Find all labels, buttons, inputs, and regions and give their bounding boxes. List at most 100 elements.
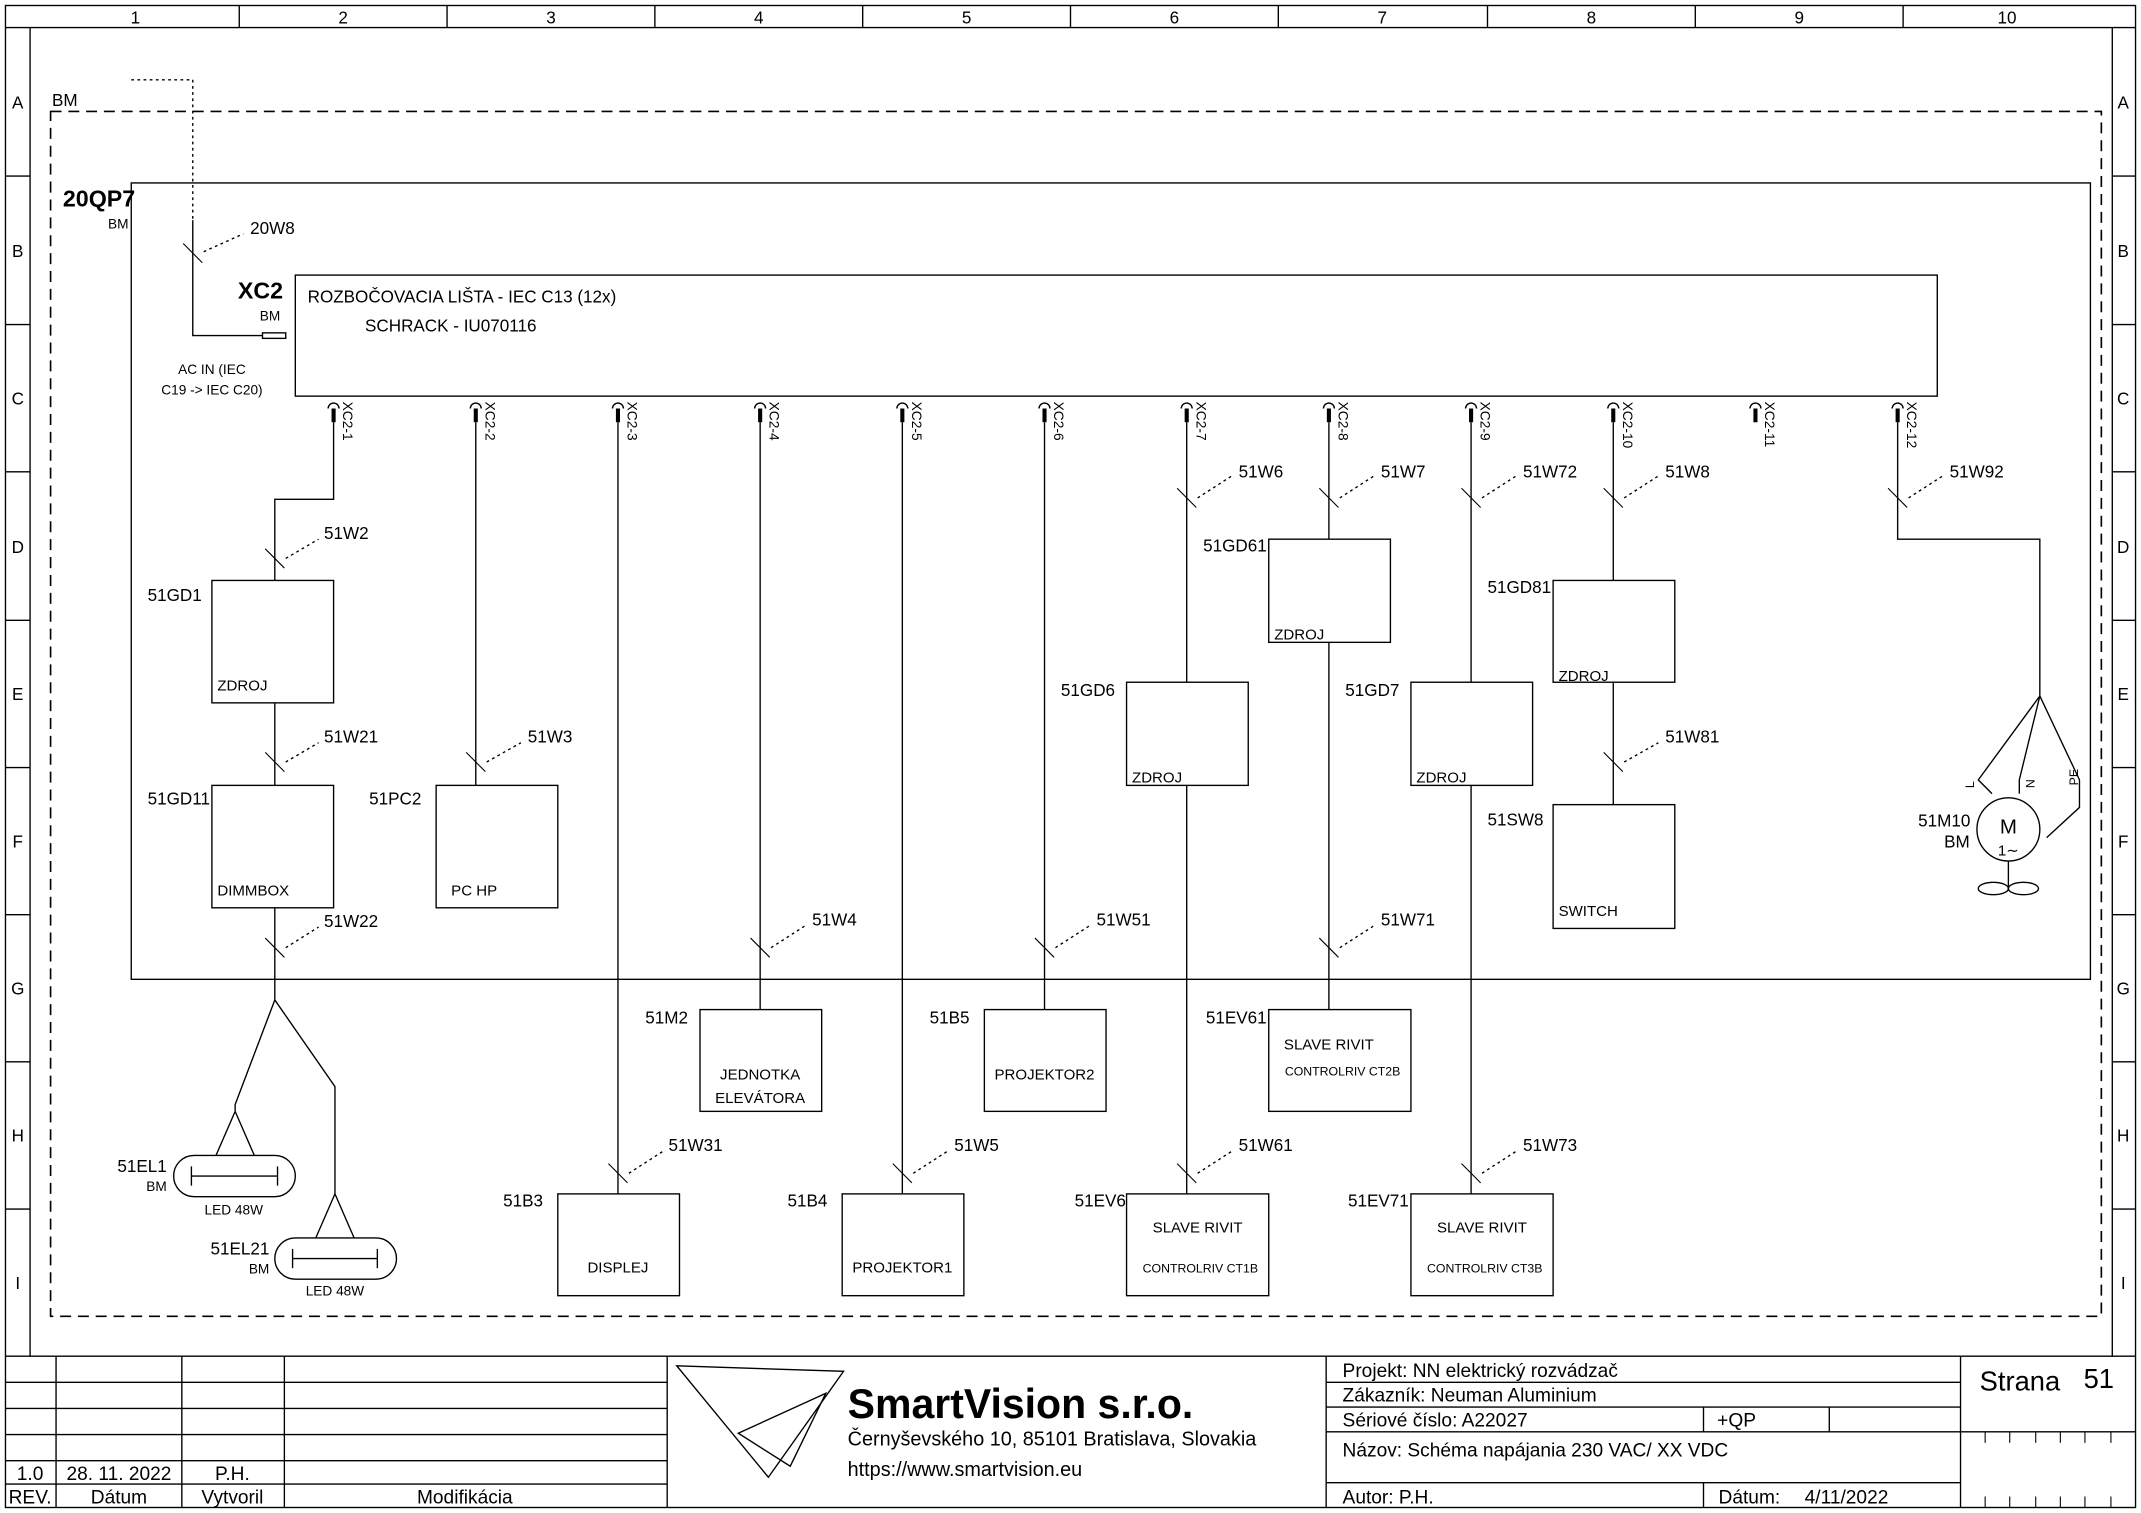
cable-label: 51W4 xyxy=(812,910,857,930)
column-label: 4 xyxy=(754,7,764,27)
revision-number: 1.0 xyxy=(17,1464,44,1485)
device-location: BM xyxy=(249,1262,270,1277)
device-name: CONTROLRIV CT3B xyxy=(1427,1261,1542,1275)
socket-label: XC2-8 xyxy=(1335,402,1350,441)
cable-label: 51W21 xyxy=(324,727,378,747)
device-name: CONTROLRIV CT1B xyxy=(1143,1261,1258,1275)
socket-label: XC2-4 xyxy=(767,402,782,441)
date-value: 4/11/2022 xyxy=(1805,1487,1889,1508)
socket-symbol xyxy=(469,402,482,423)
socket-symbol xyxy=(1180,402,1193,423)
cable-label: 51W22 xyxy=(324,911,378,931)
device-gd61: 51GD61 ZDROJ xyxy=(1203,536,1392,644)
row-label: H xyxy=(2117,1126,2129,1146)
device-tag: 51EV61 xyxy=(1206,1007,1267,1027)
revision-date: 28. 11. 2022 xyxy=(66,1464,171,1485)
device-ev61: 51EV61 SLAVE RIVIT CONTROLRIV CT2B xyxy=(1206,1007,1412,1113)
column-label: 7 xyxy=(1377,7,1387,27)
row-label: E xyxy=(12,684,23,704)
panel-label: 20QP7 xyxy=(63,185,135,211)
cable-markers: 51W2 51W21 51W22 51W3 51W31 51W4 51W5 51… xyxy=(264,461,2004,1184)
device-tag: 51EL21 xyxy=(210,1238,269,1258)
row-label: I xyxy=(2121,1273,2126,1293)
pin-label: N xyxy=(2023,779,2037,788)
cable-marker: 51W7 xyxy=(1318,461,1426,508)
socket-labels: XC2-1 XC2-2 XC2-3 XC2-4 XC2-5 XC2-6 XC2-… xyxy=(340,402,1919,449)
cable-marker: 51W21 xyxy=(264,727,378,773)
socket-label: XC2-7 xyxy=(1193,402,1208,441)
row-label: G xyxy=(11,978,24,998)
cable-marker: 51W73 xyxy=(1461,1135,1577,1184)
cable-marker: 51W8 xyxy=(1603,461,1710,508)
device-name: ZDROJ xyxy=(1416,770,1466,787)
device-ev6: 51EV6 SLAVE RIVIT CONTROLRIV CT1B xyxy=(1075,1190,1270,1297)
pin-label: L xyxy=(1963,781,1977,788)
device-name: JEDNOTKA xyxy=(720,1067,801,1084)
device-name: SLAVE RIVIT xyxy=(1284,1036,1374,1053)
device-tag: 51SW8 xyxy=(1487,809,1543,829)
company-logo xyxy=(675,1365,845,1479)
power-strip-part: SCHRACK - IU070116 xyxy=(365,315,536,335)
cable-label: 51W8 xyxy=(1665,461,1710,481)
location-label: BM xyxy=(52,90,78,110)
device-name: DISPLEJ xyxy=(587,1259,648,1276)
column-labels: 1 2 3 4 5 6 7 8 9 10 xyxy=(131,7,2017,27)
cable-label: 51W81 xyxy=(1665,727,1719,747)
cable-marker: 51W2 xyxy=(264,523,369,569)
cable-label: 51W71 xyxy=(1381,910,1435,930)
row-label: I xyxy=(15,1273,20,1293)
row-label: B xyxy=(12,241,23,261)
socket-symbol xyxy=(1322,402,1336,423)
row-label: C xyxy=(2117,388,2129,408)
socket-label: XC2-5 xyxy=(909,402,924,441)
device-tag: 51GD6 xyxy=(1061,680,1115,700)
device-name: ZDROJ xyxy=(217,677,267,694)
socket-label: XC2-10 xyxy=(1620,402,1635,449)
power-strip-box xyxy=(294,274,1938,397)
device-name: LED 48W xyxy=(306,1284,365,1299)
company-name: SmartVision s.r.o. xyxy=(848,1381,1194,1427)
title-block: 1.0 28. 11. 2022 P.H. REV. Dátum Vytvori… xyxy=(5,1356,2136,1508)
device-b5: 51B5 PROJEKTOR2 xyxy=(930,1007,1107,1113)
device-name: SWITCH xyxy=(1559,903,1618,920)
device-pc2: 51PC2 PC HP xyxy=(369,784,559,909)
pin-label: PE xyxy=(2067,769,2081,786)
column-label: 6 xyxy=(1170,7,1180,27)
cable-marker: 51W5 xyxy=(892,1135,999,1184)
socket-symbol xyxy=(1891,402,1904,423)
page-label: Strana xyxy=(1980,1366,2061,1397)
device-name: SLAVE RIVIT xyxy=(1153,1219,1243,1236)
cable-marker: 51W3 xyxy=(465,727,573,773)
socket-symbol xyxy=(611,402,625,423)
cable-label: 51W7 xyxy=(1381,461,1426,481)
column-label: 2 xyxy=(338,7,348,27)
cable-label: 51W61 xyxy=(1239,1135,1293,1155)
author-field: Autor: P.H. xyxy=(1343,1487,1434,1508)
device-tag: 51EV6 xyxy=(1075,1190,1126,1210)
socket-label: XC2-6 xyxy=(1051,402,1066,441)
cable-marker: 51W51 xyxy=(1034,910,1151,958)
device-name: PC HP xyxy=(451,882,497,899)
date-label: Dátum: xyxy=(1719,1487,1781,1508)
header-date: Dátum xyxy=(91,1487,147,1508)
device-b4: 51B4 PROJEKTOR1 xyxy=(787,1190,965,1297)
row-label: G xyxy=(2117,978,2130,998)
device-ev71: 51EV71 SLAVE RIVIT CONTROLRIV CT3B xyxy=(1348,1190,1554,1297)
device-name: PROJEKTOR1 xyxy=(852,1259,952,1276)
socket-label: XC2-3 xyxy=(625,402,640,441)
panel-boundary xyxy=(130,182,2092,981)
column-label: 8 xyxy=(1587,7,1597,27)
cable-marker: 51W71 xyxy=(1318,910,1435,958)
socket-label: XC2-12 xyxy=(1904,402,1919,449)
device-tag: 51GD1 xyxy=(148,585,202,605)
row-label: F xyxy=(13,831,23,851)
strip-sockets xyxy=(327,402,1904,423)
header-modification: Modifikácia xyxy=(417,1487,513,1508)
motor-phase: 1∼ xyxy=(1998,842,2019,859)
row-label: A xyxy=(2118,93,2130,113)
cable-label: 51W31 xyxy=(669,1135,723,1155)
device-gd11: 51GD11 DIMMBOX xyxy=(148,784,335,909)
row-labels-right: A B C D E F G H I xyxy=(2117,93,2130,1293)
cable-label: 51W3 xyxy=(528,727,573,747)
socket-label: XC2-9 xyxy=(1478,402,1493,441)
